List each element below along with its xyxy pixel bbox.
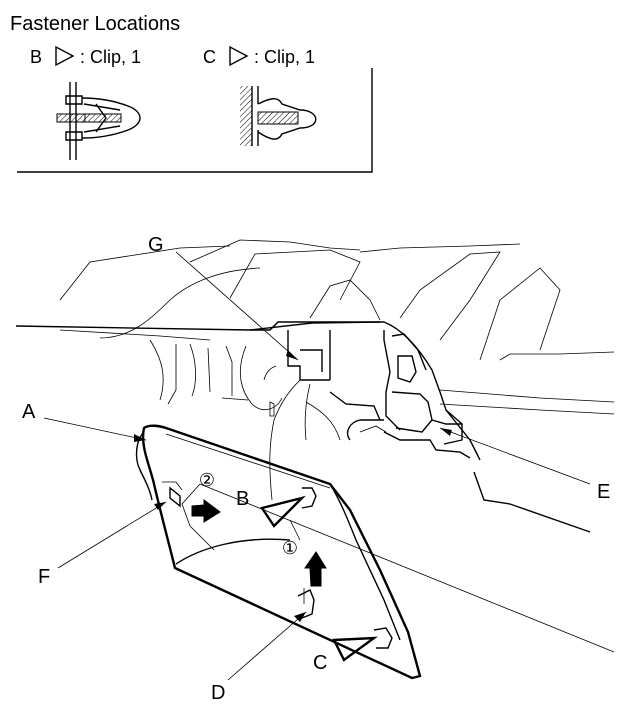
legend-item-b-letter: B: [30, 47, 42, 67]
leader-a: [43, 417, 147, 441]
callout-a: A: [22, 401, 36, 423]
callout-e: E: [597, 481, 610, 503]
leader-g: [175, 251, 299, 361]
step-number-two: ②: [199, 470, 215, 490]
legend-box: Fastener Locations B : Clip, 1 C : Clip,…: [10, 13, 373, 173]
legend-frame: [17, 68, 373, 173]
legend-item-c-letter: C: [203, 47, 216, 67]
pull-arrow-1-icon: [304, 551, 327, 587]
clip-c-triangle-icon: [332, 636, 378, 662]
pull-arrow-2-icon: [191, 499, 221, 523]
callout-c: C: [313, 652, 327, 674]
clip-c-outline: [373, 627, 393, 649]
legend-title: Fastener Locations: [10, 13, 180, 35]
clip-c-illustration: [240, 86, 317, 146]
leader-f: [57, 501, 167, 569]
clip-f-outline: [169, 486, 181, 508]
clip-b-outline: [301, 487, 317, 509]
legend-item-c-triangle-icon: [229, 45, 249, 67]
leader-e: [439, 427, 591, 485]
callout-g: G: [148, 234, 164, 256]
leader-d: [227, 611, 307, 681]
callout-labels: A B C D E F G: [22, 234, 610, 704]
callout-leaders: [43, 251, 591, 681]
callout-b: B: [236, 488, 249, 510]
legend-item-b-triangle-icon: [55, 45, 75, 67]
legend-item-b-text: : Clip, 1: [80, 47, 141, 67]
callout-f: F: [38, 566, 50, 588]
legend-item-c-text: : Clip, 1: [254, 47, 315, 67]
clip-d-outline: [297, 589, 315, 619]
clip-b-triangle-icon: [260, 495, 306, 528]
callout-d: D: [211, 682, 225, 704]
vehicle-body-structure: [15, 239, 615, 653]
clip-b-illustration: [56, 82, 141, 160]
step-number-one: ①: [282, 538, 298, 558]
side-panel-a: ② ①: [135, 424, 422, 680]
